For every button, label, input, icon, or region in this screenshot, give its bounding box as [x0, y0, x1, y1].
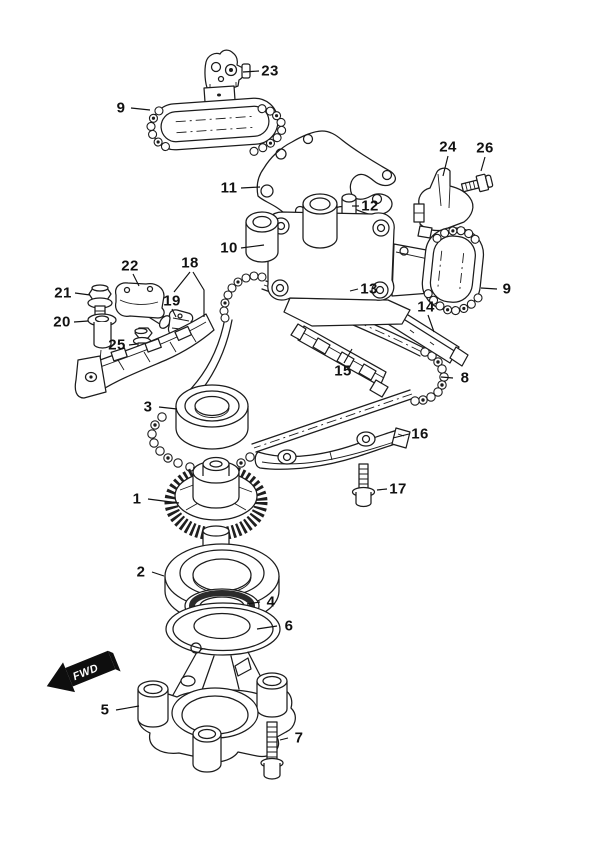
part-15-chain-guide [290, 323, 389, 398]
part-10-oil-pump [245, 193, 449, 327]
callout-20: 20 [53, 313, 71, 331]
callout-17: 17 [389, 480, 407, 498]
callout-3: 3 [143, 398, 153, 416]
part-16-chain-guide-lower [254, 427, 411, 470]
callout-18: 18 [181, 254, 199, 272]
callout-24: 24 [439, 138, 457, 156]
fwd-arrow-icon: FWD [46, 650, 121, 693]
callout-5: 5 [100, 701, 110, 719]
callout-7: 7 [294, 729, 304, 747]
callout-25: 25 [108, 336, 126, 354]
callout-15: 15 [334, 362, 352, 380]
callout-23: 23 [261, 62, 279, 80]
part-26-bolt [460, 173, 494, 193]
part-7-bolt [260, 721, 284, 780]
callout-21: 21 [54, 284, 72, 302]
callout-2: 2 [136, 563, 146, 581]
callout-6: 6 [284, 617, 294, 635]
callout-16: 16 [411, 425, 429, 443]
part-5-mount-bracket [137, 651, 296, 773]
part-18-chain-guide-curved [74, 313, 215, 399]
callout-19: 19 [163, 292, 181, 310]
part-9-chain-top [146, 97, 287, 156]
callout-11: 11 [220, 179, 238, 197]
callout-22: 22 [121, 257, 139, 275]
part-3-sprocket [175, 384, 249, 450]
part-17-bolt [351, 463, 376, 508]
part-20-sleeve [87, 313, 117, 395]
callout-8: 8 [460, 369, 470, 387]
part-9-chain-right [421, 226, 485, 316]
callout-12: 12 [361, 197, 379, 215]
part-23-chain-guide-clamp [203, 49, 251, 103]
part-6-washer-plate [165, 602, 281, 656]
callout-10: 10 [220, 239, 238, 257]
callout-9-right: 9 [502, 280, 512, 298]
leader-lines [73, 70, 498, 741]
callout-9-top: 9 [116, 99, 126, 117]
callout-14: 14 [417, 298, 435, 316]
callout-13: 13 [360, 280, 378, 298]
callout-4: 4 [266, 593, 276, 611]
callout-26: 26 [476, 139, 494, 157]
part-22-tensioner [114, 282, 172, 329]
callout-1: 1 [132, 490, 142, 508]
